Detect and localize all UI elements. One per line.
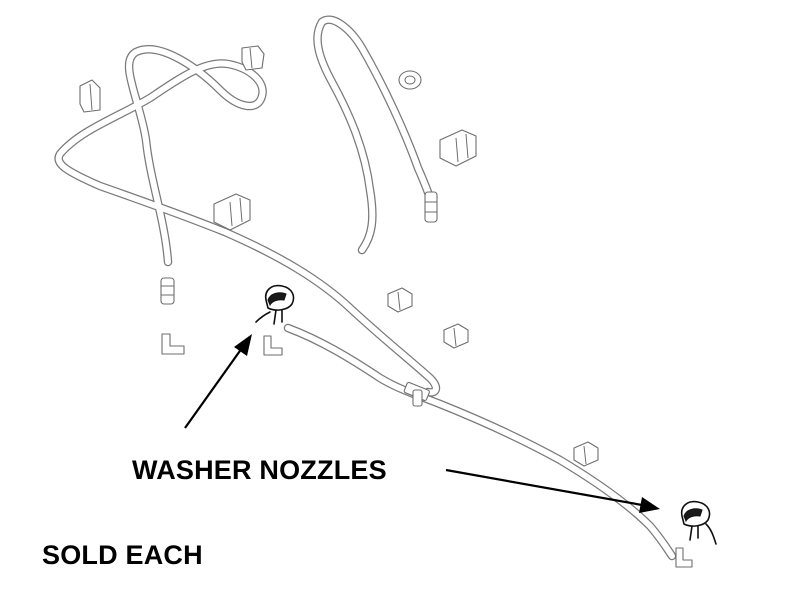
hose-clip [573, 441, 599, 467]
elbow-fitting [675, 547, 693, 568]
hose-clip [79, 79, 101, 113]
elbow-fitting [161, 333, 185, 355]
hose-connector [424, 191, 438, 223]
hose-connector [160, 277, 175, 305]
washer-nozzles-label: WASHER NOZZLES [132, 455, 387, 485]
washer-hose-lower [283, 323, 677, 561]
leader-arrow-left [184, 334, 252, 429]
hose-clip [213, 193, 251, 231]
hose-clip [443, 323, 469, 349]
leader-arrow-right [445, 468, 660, 513]
hose-clip [439, 129, 477, 167]
elbow-fitting [263, 335, 283, 356]
hose-clip [398, 70, 422, 90]
sold-each-label: SOLD EACH [42, 540, 203, 570]
washer-nozzle-right [680, 500, 717, 545]
t-joint [403, 381, 430, 407]
washer-hose-left [54, 45, 441, 397]
hose-clip [387, 287, 413, 313]
washer-nozzle-left [255, 284, 295, 325]
washer-hose-right [313, 15, 435, 255]
hose-clip [241, 45, 265, 71]
